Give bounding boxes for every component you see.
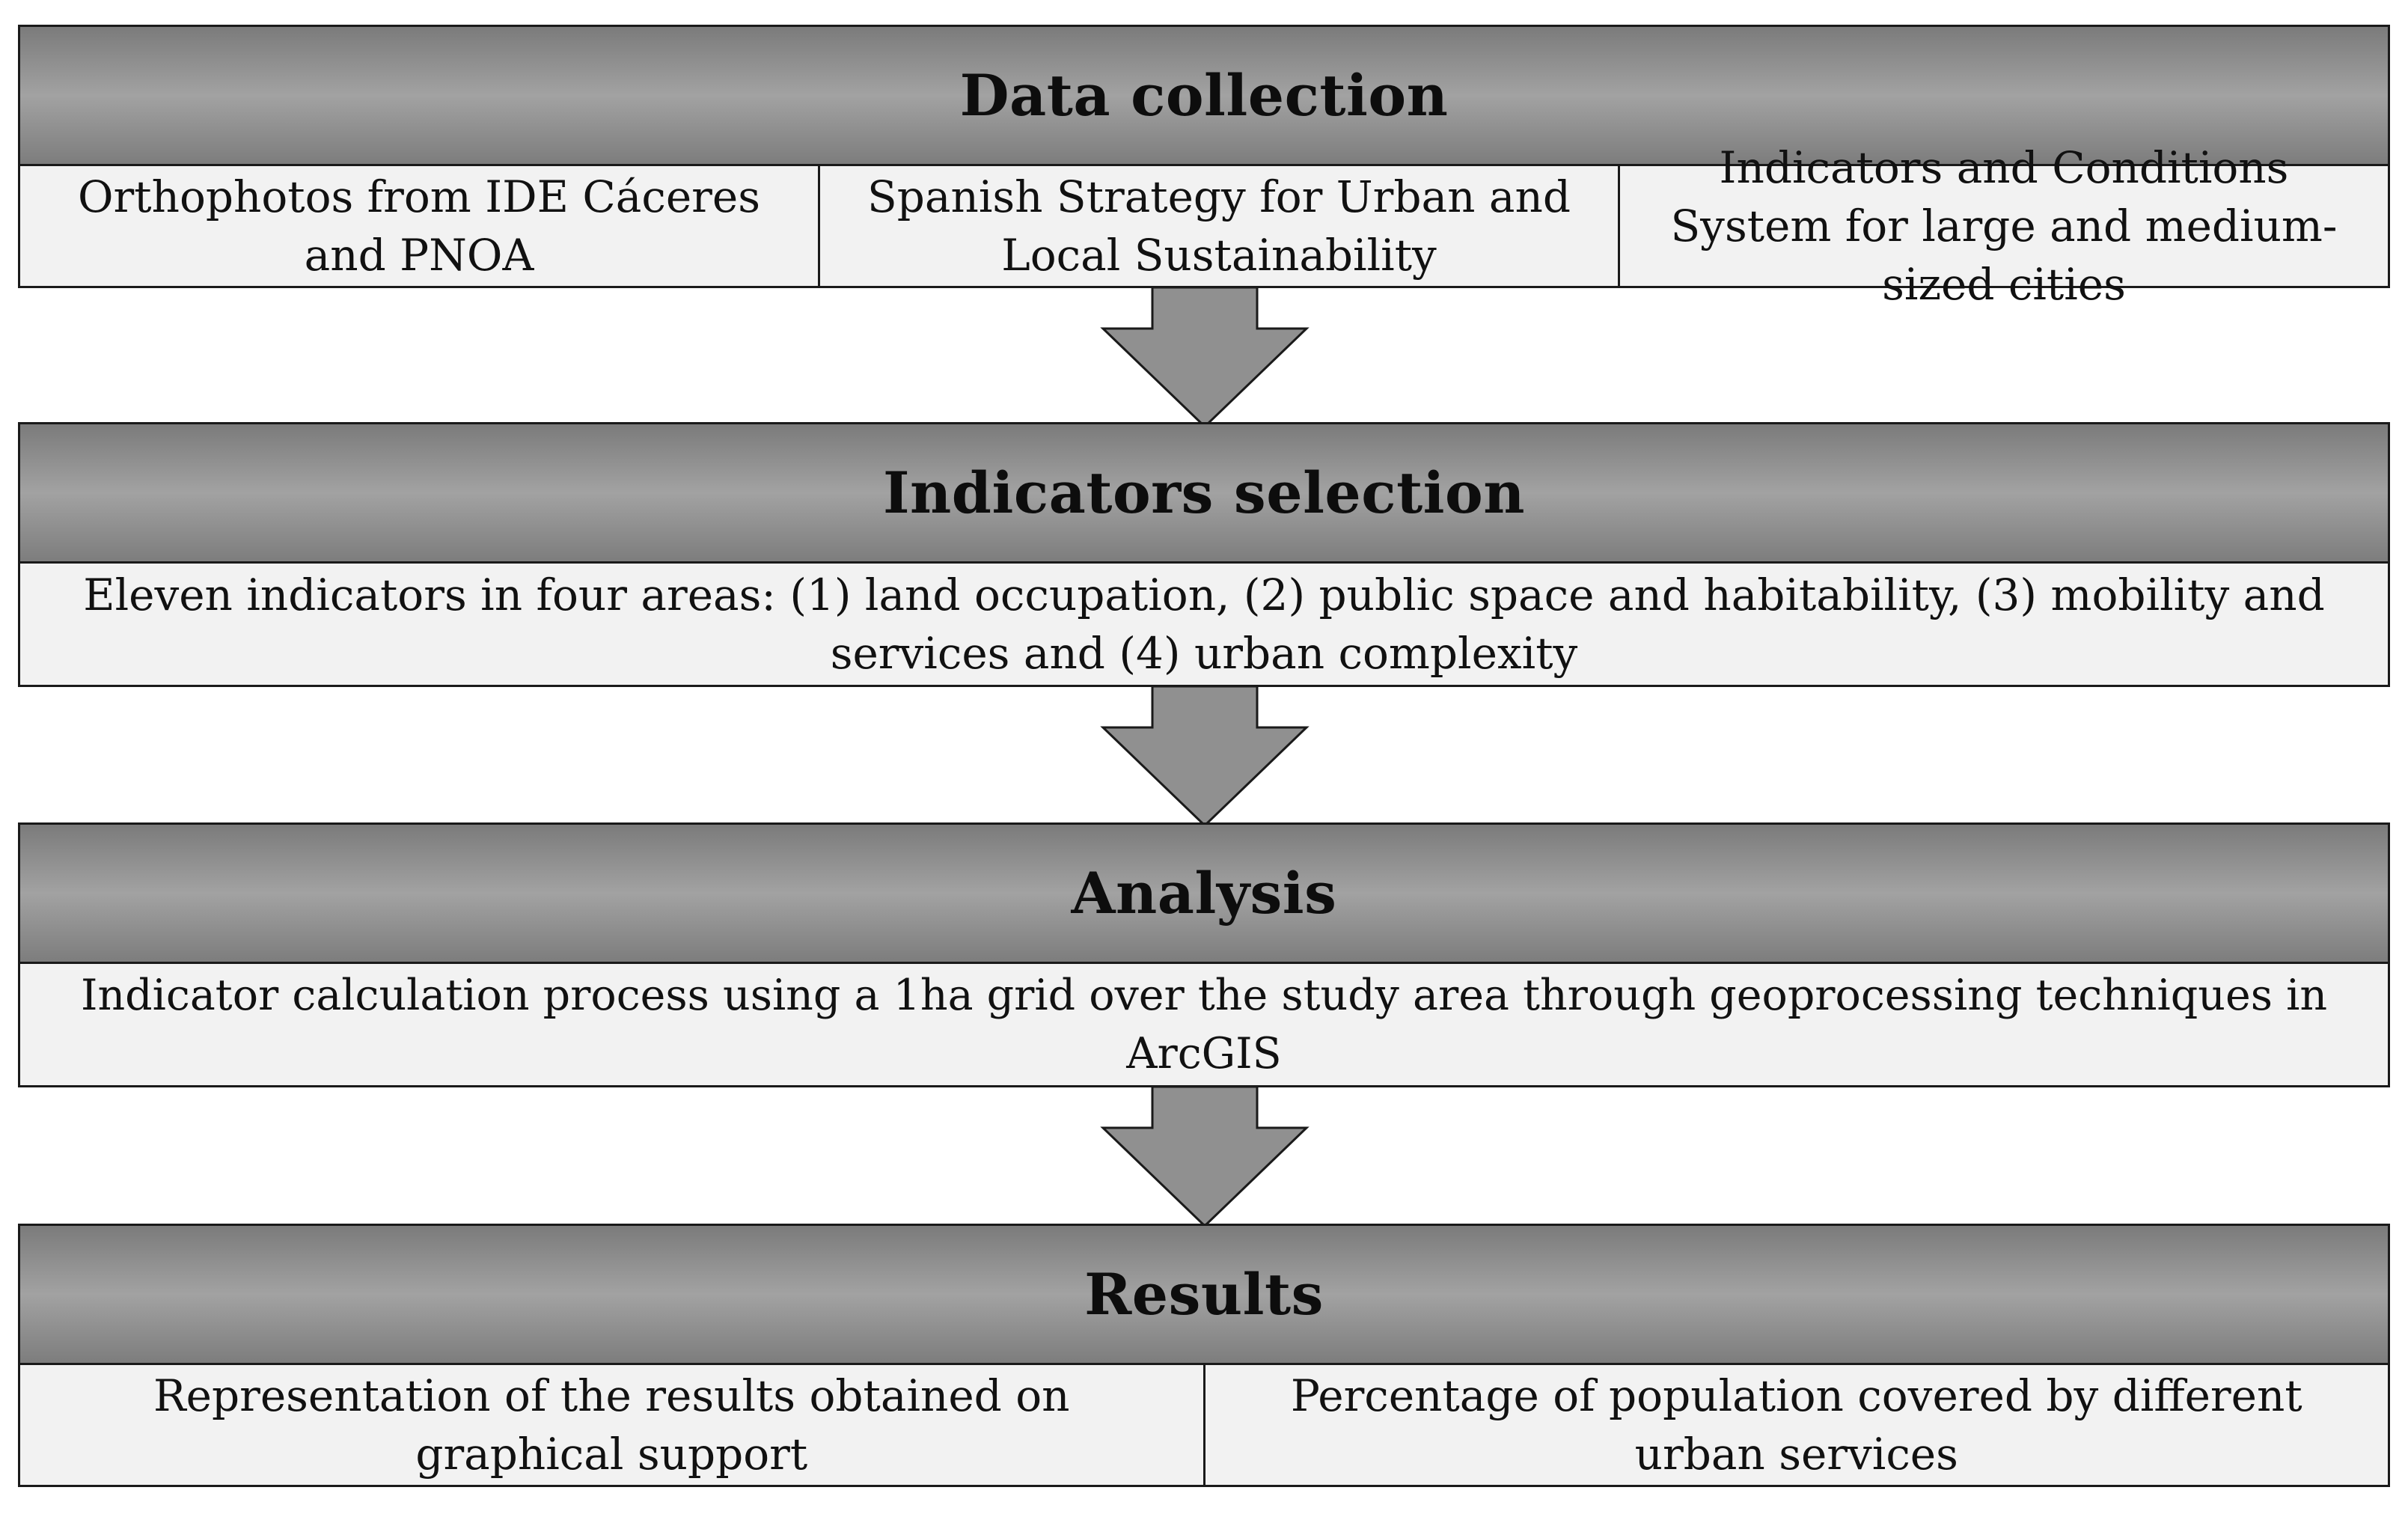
stage-body: Eleven indicators in four areas: (1) lan… bbox=[20, 564, 2388, 685]
stage-title-results: Results bbox=[1084, 1261, 1324, 1328]
stage-header: Analysis bbox=[20, 825, 2388, 964]
stage-body: Representation of the results obtained o… bbox=[20, 1365, 2388, 1485]
item-eleven-indicators: Eleven indicators in four areas: (1) lan… bbox=[83, 570, 2325, 679]
stage-data-collection: Data collection Orthophotos from IDE Các… bbox=[18, 25, 2390, 310]
stage-title-analysis: Analysis bbox=[1071, 860, 1337, 927]
stage-header: Results bbox=[20, 1226, 2388, 1365]
item-population-percentage: Percentage of population covered by diff… bbox=[1203, 1365, 2389, 1485]
stage-header: Data collection bbox=[20, 27, 2388, 166]
stage-body: Orthophotos from IDE Cáceres and PNOA Sp… bbox=[20, 142, 2388, 310]
item-indicators-system: Indicators and Conditions System for lar… bbox=[1618, 142, 2388, 310]
item-spanish-strategy: Spanish Strategy for Urban and Local Sus… bbox=[818, 166, 1618, 286]
stage-analysis: Analysis Indicator calculation process u… bbox=[18, 822, 2390, 1087]
down-arrow-icon bbox=[1100, 685, 1310, 827]
stage-indicators-selection: Indicators selection Eleven indicators i… bbox=[18, 422, 2390, 687]
down-arrow-icon bbox=[1100, 1085, 1310, 1227]
stage-results: Results Representation of the results ob… bbox=[18, 1224, 2390, 1487]
item-indicator-calculation: Indicator calculation process using a 1h… bbox=[80, 971, 2328, 1078]
stage-title-data-collection: Data collection bbox=[959, 62, 1449, 129]
stage-body: Indicator calculation process using a 1h… bbox=[20, 964, 2388, 1085]
stage-header: Indicators selection bbox=[20, 424, 2388, 564]
item-representation-results: Representation of the results obtained o… bbox=[153, 1370, 1070, 1480]
stage-title-indicators-selection: Indicators selection bbox=[883, 460, 1525, 526]
item-orthophotos: Orthophotos from IDE Cáceres and PNOA bbox=[78, 171, 760, 281]
down-arrow-icon bbox=[1100, 286, 1310, 428]
